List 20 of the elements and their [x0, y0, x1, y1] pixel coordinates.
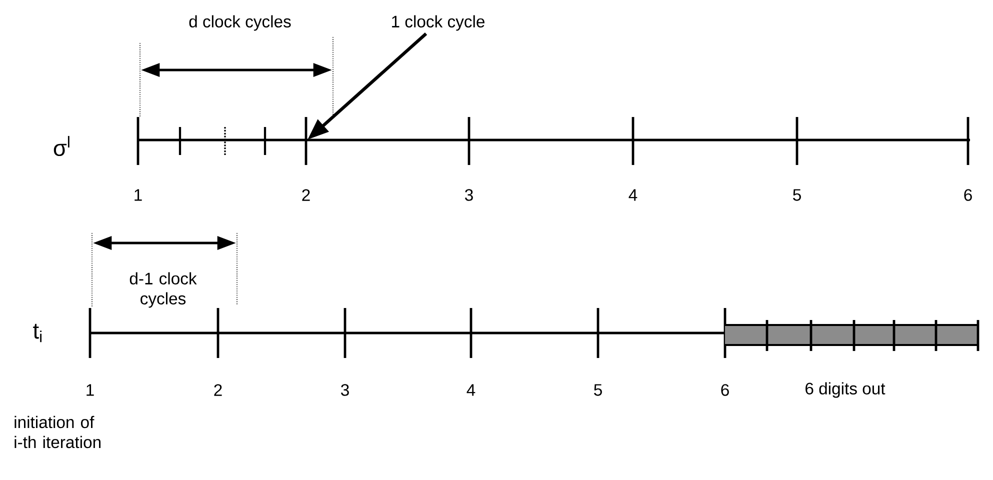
leader-text: 1 clock cycle — [392, 15, 484, 31]
lbl: initiation of i-th iteration — [14, 416, 100, 448]
tick-label: 4 — [466, 384, 476, 396]
tick-label: 1 — [134, 189, 142, 201]
axis-name: σ$^{l}$ — [54, 136, 70, 156]
lbl: 6 digits out — [806, 382, 886, 398]
axis-name: t$_{i}$ — [33, 324, 42, 342]
tick-label: 5 — [594, 384, 602, 396]
tick-label: 1 — [86, 384, 94, 396]
tick-label: 3 — [465, 189, 473, 201]
tick-label: 4 — [628, 189, 638, 201]
lbl: d-1 clock cycles — [130, 272, 197, 308]
tick-label: 3 — [341, 384, 349, 396]
tick-label: 2 — [302, 189, 310, 201]
lbl: d clock cycles — [189, 15, 291, 31]
tick-label: 2 — [214, 384, 222, 396]
tick-label: 5 — [793, 189, 801, 201]
tick-mark — [304, 117, 308, 165]
tick-label: 6 — [964, 189, 972, 201]
tick-label: 6 — [721, 384, 729, 396]
